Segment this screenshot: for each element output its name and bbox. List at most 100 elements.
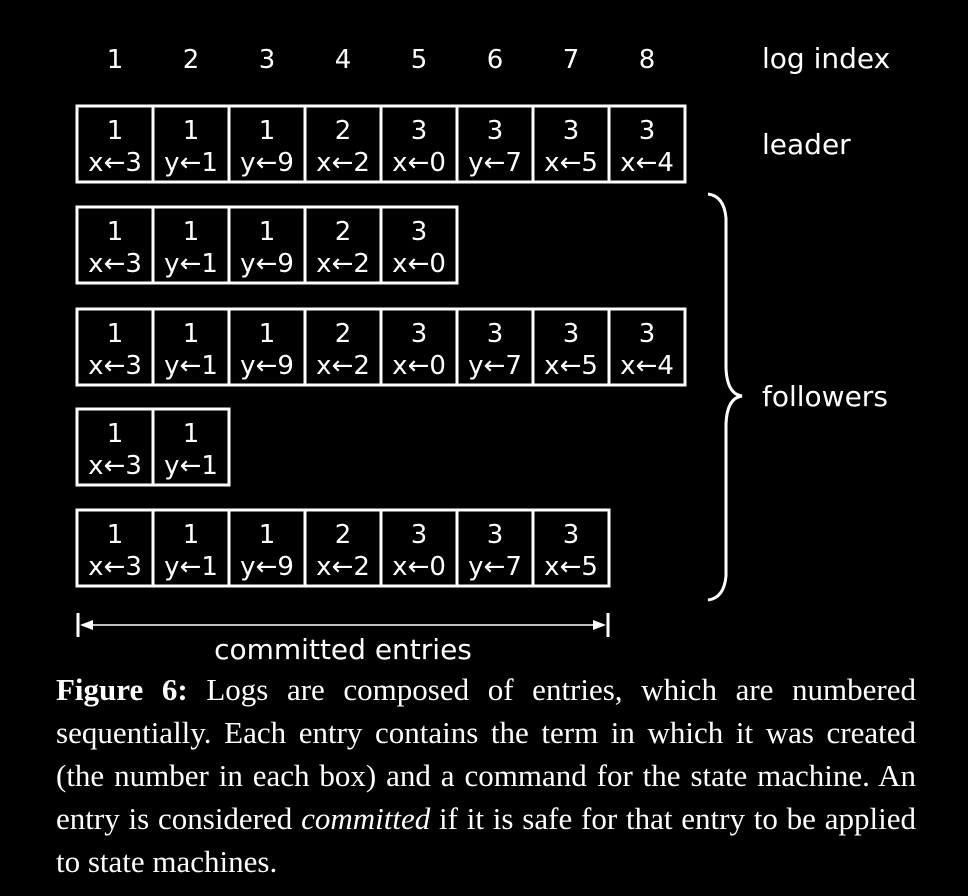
log-entry: 2x←2	[303, 508, 383, 588]
entry-command: x←0	[392, 351, 446, 381]
follower-log: 1x←31y←11y←92x←23x←0	[75, 205, 459, 285]
entry-command: x←3	[88, 351, 142, 381]
log-entry: 3x←0	[379, 307, 459, 387]
entry-term: 1	[183, 319, 200, 349]
log-entry: 3x←4	[607, 307, 687, 387]
log-entry: 1y←1	[151, 407, 231, 487]
entry-term: 3	[639, 116, 656, 146]
log-index-number: 2	[183, 45, 200, 75]
committed-range-arrow	[76, 613, 610, 637]
log-entry: 1x←3	[75, 205, 155, 285]
entry-command: x←2	[316, 148, 370, 178]
entry-command: x←3	[88, 148, 142, 178]
entry-command: x←4	[620, 351, 674, 381]
log-entry: 1y←9	[227, 508, 307, 588]
follower-log: 1x←31y←1	[75, 407, 231, 487]
entry-term: 1	[259, 319, 276, 349]
log-index-number: 6	[487, 45, 504, 75]
log-entry: 3x←0	[379, 104, 459, 184]
log-entry: 3x←5	[531, 104, 611, 184]
log-entry: 1y←1	[151, 307, 231, 387]
entry-command: y←1	[164, 451, 218, 481]
log-index-number: 4	[335, 45, 352, 75]
entry-term: 3	[411, 217, 428, 247]
entry-term: 2	[335, 217, 352, 247]
entry-term: 1	[107, 217, 124, 247]
log-entry: 1x←3	[75, 407, 155, 487]
entry-term: 3	[563, 116, 580, 146]
entry-term: 1	[259, 217, 276, 247]
log-entry-box	[607, 104, 687, 184]
entry-term: 3	[487, 116, 504, 146]
log-entry: 2x←2	[303, 104, 383, 184]
log-entry: 2x←2	[303, 307, 383, 387]
entry-term: 3	[487, 319, 504, 349]
entry-command: y←1	[164, 552, 218, 582]
entry-command: x←3	[88, 249, 142, 279]
entry-term: 1	[107, 419, 124, 449]
entry-command: y←1	[164, 249, 218, 279]
log-entry: 3x←0	[379, 205, 459, 285]
entry-command: x←5	[544, 148, 598, 178]
log-entry-box	[379, 205, 459, 285]
log-entry: 1y←9	[227, 104, 307, 184]
entry-term: 1	[183, 217, 200, 247]
entry-command: x←2	[316, 552, 370, 582]
entry-command: x←0	[392, 552, 446, 582]
log-entry: 1y←9	[227, 307, 307, 387]
figure-caption: Figure 6: Logs are composed of entries, …	[56, 668, 916, 883]
follower-log: 1x←31y←11y←92x←23x←03y←73x←5	[75, 508, 611, 588]
follower-log: 1x←31y←11y←92x←23x←03y←73x←53x←4	[75, 307, 687, 387]
entry-term: 1	[259, 116, 276, 146]
caption-emphasis: committed	[301, 801, 431, 836]
entry-command: y←9	[240, 351, 294, 381]
log-entry: 3y←7	[455, 104, 535, 184]
entry-term: 2	[335, 319, 352, 349]
caption-text-start: Logs are composed of entries, which are …	[56, 672, 916, 836]
entry-command: x←3	[88, 451, 142, 481]
log-entry: 3x←4	[607, 104, 687, 184]
entry-command: y←7	[468, 351, 522, 381]
log-entry: 2x←2	[303, 205, 383, 285]
entry-command: y←7	[468, 148, 522, 178]
entry-command: x←3	[88, 552, 142, 582]
entry-command: x←4	[620, 148, 674, 178]
log-entry-box	[151, 407, 231, 487]
log-entry: 3x←5	[531, 508, 611, 588]
entry-term: 3	[487, 520, 504, 550]
followers-brace	[707, 192, 743, 602]
entry-command: y←9	[240, 249, 294, 279]
log-entry: 3y←7	[455, 307, 535, 387]
figure-number: Figure 6:	[56, 672, 188, 707]
entry-term: 1	[107, 520, 124, 550]
entry-term: 2	[335, 116, 352, 146]
entry-command: y←1	[164, 351, 218, 381]
logs: 1x←31y←11y←92x←23x←03y←73x←53x←41x←31y←1…	[75, 104, 687, 588]
caption-text-end: if it is safe for that entry to be appli…	[56, 801, 916, 879]
entry-command: y←9	[240, 148, 294, 178]
entry-command: y←9	[240, 552, 294, 582]
entry-term: 3	[639, 319, 656, 349]
entry-term: 3	[563, 520, 580, 550]
log-entry: 1y←9	[227, 205, 307, 285]
entry-term: 1	[107, 319, 124, 349]
log-entry: 1y←1	[151, 508, 231, 588]
log-index-label: log index	[762, 42, 890, 75]
entry-term: 1	[183, 419, 200, 449]
log-entry: 1x←3	[75, 307, 155, 387]
log-entry: 1x←3	[75, 508, 155, 588]
log-entry: 1y←1	[151, 104, 231, 184]
entry-command: x←0	[392, 249, 446, 279]
log-entry-box	[531, 508, 611, 588]
entry-term: 1	[259, 520, 276, 550]
entry-term: 3	[411, 319, 428, 349]
entry-term: 3	[411, 520, 428, 550]
log-index-number: 1	[107, 45, 124, 75]
log-entry-box	[607, 307, 687, 387]
entry-command: x←2	[316, 351, 370, 381]
entry-term: 1	[183, 116, 200, 146]
log-index-number: 5	[411, 45, 428, 75]
entry-command: y←7	[468, 552, 522, 582]
entry-command: x←2	[316, 249, 370, 279]
